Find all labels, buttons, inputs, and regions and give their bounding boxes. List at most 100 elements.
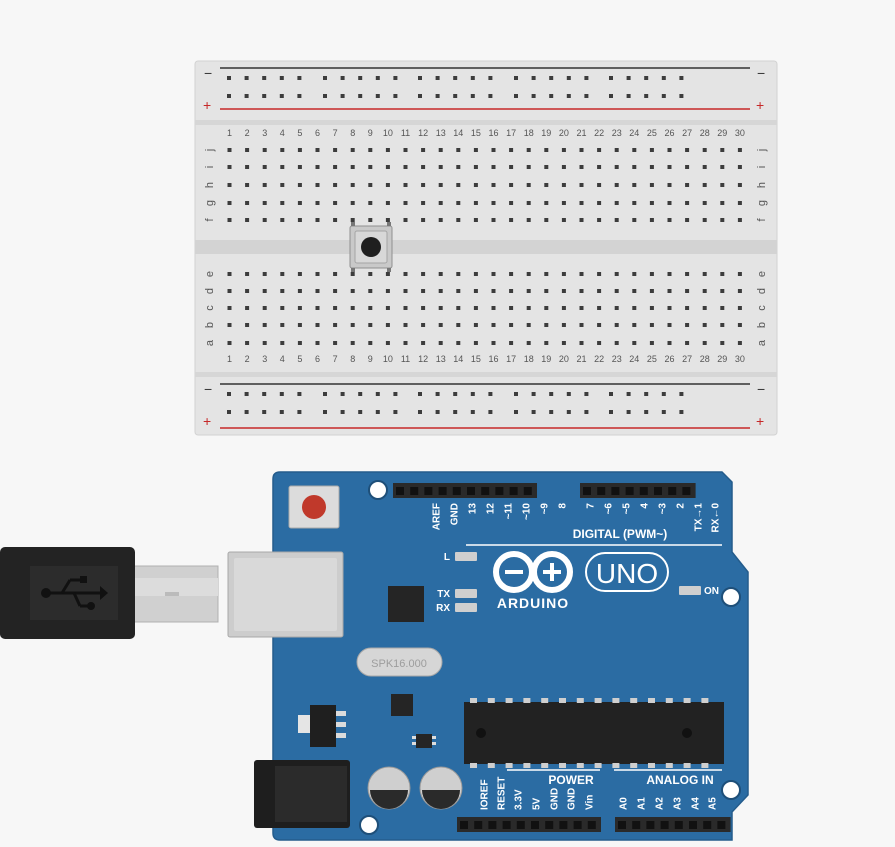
header-socket[interactable]	[488, 821, 497, 829]
breadboard-hole[interactable]	[227, 201, 232, 205]
rail-hole[interactable]	[375, 76, 380, 80]
breadboard-hole[interactable]	[526, 165, 531, 169]
breadboard-hole[interactable]	[649, 148, 654, 152]
rail-hole[interactable]	[323, 392, 327, 396]
breadboard-hole[interactable]	[385, 218, 390, 222]
breadboard-hole[interactable]	[368, 341, 373, 345]
breadboard-hole[interactable]	[385, 341, 390, 345]
header-socket[interactable]	[703, 821, 712, 829]
breadboard-hole[interactable]	[579, 306, 584, 310]
header-socket[interactable]	[674, 821, 683, 829]
breadboard-hole[interactable]	[297, 218, 302, 222]
header-socket[interactable]	[573, 821, 582, 829]
breadboard-hole[interactable]	[333, 165, 338, 169]
rail-hole[interactable]	[262, 392, 267, 396]
breadboard-hole[interactable]	[526, 201, 531, 205]
breadboard-hole[interactable]	[720, 218, 725, 222]
breadboard-hole[interactable]	[227, 289, 232, 293]
rail-hole[interactable]	[358, 94, 363, 98]
rail-hole[interactable]	[453, 410, 458, 414]
rail-hole[interactable]	[227, 410, 231, 414]
breadboard-hole[interactable]	[509, 272, 514, 276]
breadboard-hole[interactable]	[491, 323, 496, 327]
breadboard-hole[interactable]	[421, 201, 426, 205]
breadboard-hole[interactable]	[297, 148, 302, 152]
breadboard-hole[interactable]	[368, 272, 373, 276]
breadboard-hole[interactable]	[456, 165, 461, 169]
breadboard-hole[interactable]	[315, 341, 320, 345]
breadboard-hole[interactable]	[350, 183, 355, 187]
rail-hole[interactable]	[549, 76, 554, 80]
breadboard-hole[interactable]	[491, 148, 496, 152]
breadboard-hole[interactable]	[561, 289, 566, 293]
rail-hole[interactable]	[531, 76, 536, 80]
breadboard-hole[interactable]	[245, 201, 250, 205]
breadboard-hole[interactable]	[614, 289, 619, 293]
breadboard-hole[interactable]	[227, 272, 232, 276]
breadboard-hole[interactable]	[333, 183, 338, 187]
breadboard-hole[interactable]	[720, 201, 725, 205]
breadboard-hole[interactable]	[737, 165, 742, 169]
breadboard-hole[interactable]	[667, 183, 672, 187]
breadboard-hole[interactable]	[456, 341, 461, 345]
breadboard-hole[interactable]	[227, 323, 232, 327]
breadboard-hole[interactable]	[421, 272, 426, 276]
breadboard-hole[interactable]	[720, 289, 725, 293]
breadboard-hole[interactable]	[720, 341, 725, 345]
breadboard-hole[interactable]	[438, 183, 443, 187]
breadboard-hole[interactable]	[526, 341, 531, 345]
rail-hole[interactable]	[531, 410, 536, 414]
breadboard-hole[interactable]	[421, 341, 426, 345]
rail-hole[interactable]	[375, 410, 380, 414]
breadboard-hole[interactable]	[737, 201, 742, 205]
rail-hole[interactable]	[358, 76, 363, 80]
breadboard-hole[interactable]	[632, 341, 637, 345]
rail-hole[interactable]	[584, 76, 589, 80]
breadboard-hole[interactable]	[544, 218, 549, 222]
breadboard-hole[interactable]	[245, 272, 250, 276]
breadboard-hole[interactable]	[385, 323, 390, 327]
rail-hole[interactable]	[358, 392, 363, 396]
breadboard-hole[interactable]	[368, 148, 373, 152]
breadboard-hole[interactable]	[509, 289, 514, 293]
breadboard-hole[interactable]	[350, 289, 355, 293]
breadboard-hole[interactable]	[509, 183, 514, 187]
breadboard-hole[interactable]	[561, 201, 566, 205]
breadboard-hole[interactable]	[737, 341, 742, 345]
breadboard-hole[interactable]	[315, 165, 320, 169]
breadboard-hole[interactable]	[350, 306, 355, 310]
breadboard-hole[interactable]	[280, 165, 285, 169]
breadboard-hole[interactable]	[297, 306, 302, 310]
breadboard-hole[interactable]	[614, 183, 619, 187]
breadboard-hole[interactable]	[632, 165, 637, 169]
breadboard-hole[interactable]	[245, 323, 250, 327]
breadboard-hole[interactable]	[245, 218, 250, 222]
breadboard-hole[interactable]	[649, 218, 654, 222]
breadboard-hole[interactable]	[685, 218, 690, 222]
breadboard-hole[interactable]	[544, 148, 549, 152]
breadboard-hole[interactable]	[245, 165, 250, 169]
breadboard[interactable]: − − + + − − + + 112233445566778899101011…	[194, 60, 778, 436]
breadboard-hole[interactable]	[685, 201, 690, 205]
rail-hole[interactable]	[393, 410, 398, 414]
breadboard-hole[interactable]	[702, 165, 707, 169]
breadboard-hole[interactable]	[297, 323, 302, 327]
breadboard-hole[interactable]	[473, 272, 478, 276]
rail-hole[interactable]	[279, 392, 284, 396]
breadboard-hole[interactable]	[702, 272, 707, 276]
breadboard-hole[interactable]	[561, 306, 566, 310]
breadboard-hole[interactable]	[544, 165, 549, 169]
rail-hole[interactable]	[244, 410, 249, 414]
breadboard-hole[interactable]	[262, 323, 267, 327]
breadboard-hole[interactable]	[473, 201, 478, 205]
usb-cable[interactable]	[0, 547, 219, 639]
rail-hole[interactable]	[566, 392, 571, 396]
reset-button-icon[interactable]	[302, 495, 326, 519]
rail-hole[interactable]	[609, 410, 613, 414]
rail-hole[interactable]	[340, 94, 345, 98]
rail-hole[interactable]	[297, 410, 302, 414]
analog-header[interactable]	[615, 817, 731, 832]
breadboard-hole[interactable]	[315, 272, 320, 276]
breadboard-hole[interactable]	[368, 183, 373, 187]
